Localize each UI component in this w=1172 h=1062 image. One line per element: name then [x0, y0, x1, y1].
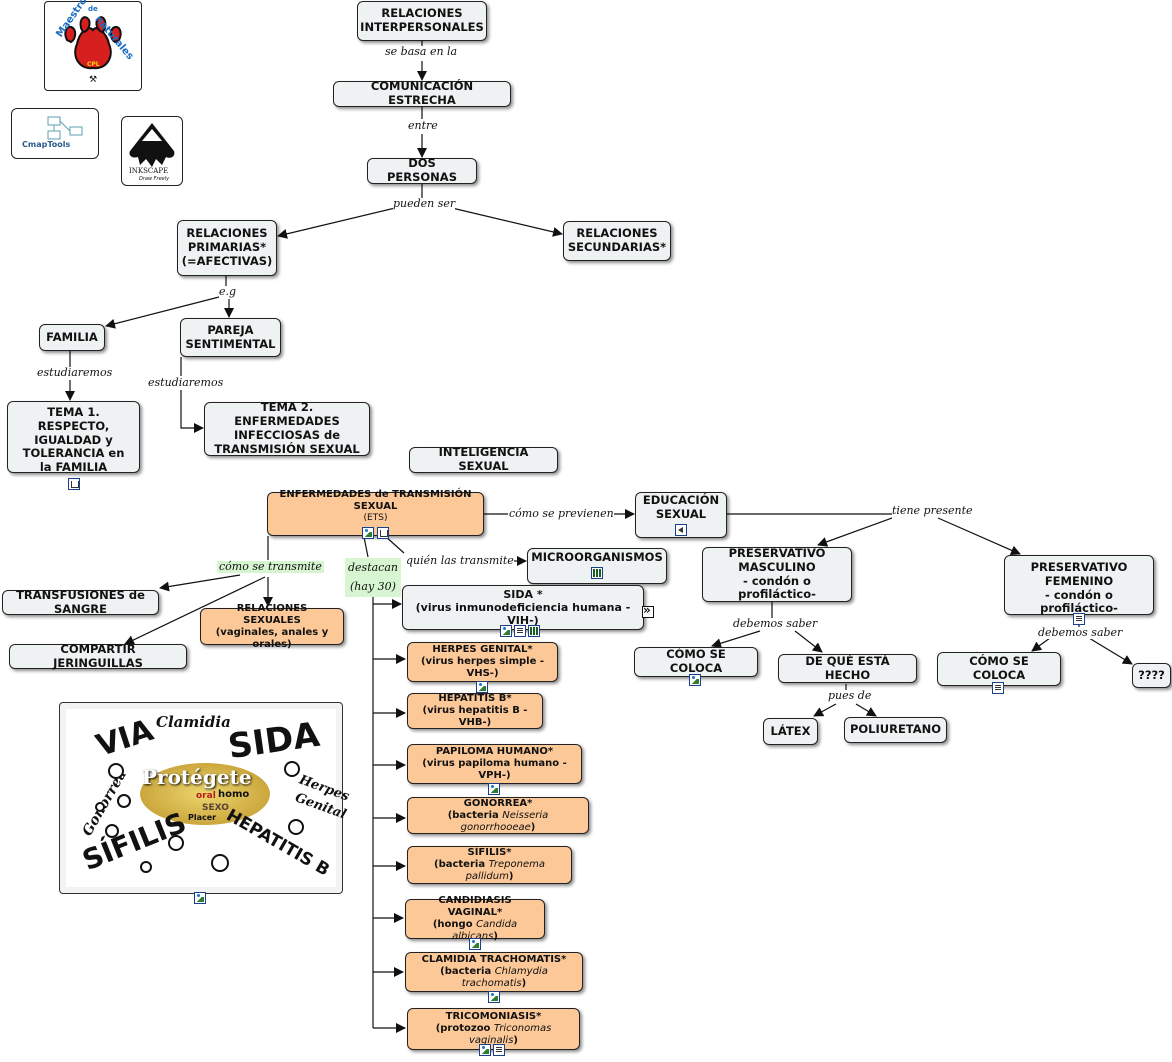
poster-word-clamidia: Clamidia	[156, 713, 231, 731]
document-resource-icon[interactable]	[992, 682, 1004, 694]
svg-text:⚒: ⚒	[89, 75, 97, 85]
cmaptools-logo: CmapTools	[11, 108, 99, 159]
protegete-poster: VIA Clamidia SIDA Protégete oral homo SE…	[59, 702, 351, 894]
image-resource-icon[interactable]	[689, 674, 701, 686]
node-relaciones-secundarias[interactable]: RELACIONES SECUNDARIAS*	[563, 221, 671, 261]
link-eg: e.g	[219, 285, 237, 299]
poster-word-protegete: Protégete	[142, 765, 252, 789]
image-resource-icon[interactable]	[488, 783, 500, 795]
node-gonorrea[interactable]: GONORREA* (bacteria Neisseria gonorrhooe…	[407, 797, 589, 834]
node-inteligencia-sexual[interactable]: INTELIGENCIA SEXUAL	[409, 445, 558, 473]
node-latex[interactable]: LÁTEX	[763, 718, 818, 745]
link-debemos-saber-2: debemos saber	[1038, 626, 1123, 640]
link-como-se-previenen: cómo se previenen	[509, 507, 614, 521]
document-resource-icon[interactable]	[514, 625, 526, 637]
image-resource-icon[interactable]	[362, 526, 374, 539]
link-destacan: destacan (hay 30)	[345, 558, 401, 598]
poster-word-sexo: SEXO	[202, 803, 229, 813]
link-estudiaremos-2: estudiaremos	[148, 376, 224, 390]
node-candidiasis[interactable]: CANDIDIASIS VAGINAL* (hongo Candida albi…	[405, 895, 545, 942]
link-entre: entre	[408, 119, 438, 133]
submap-icon[interactable]	[377, 526, 389, 539]
inkscape-subtext: Draw Freely	[139, 176, 170, 182]
node-poliuretano[interactable]: POLIURETANO	[844, 717, 947, 743]
paw-icon: ⚒	[64, 16, 122, 85]
poster-image-link[interactable]	[193, 887, 207, 906]
node-preservativo-masculino[interactable]: PRESERVATIVO MASCULINO - condón o profil…	[702, 546, 852, 602]
node-dos-personas[interactable]: DOS PERSONAS	[367, 156, 477, 184]
node-tema-2[interactable]: TEMA 2. ENFERMEDADES INFECCIOSAS de TRAN…	[204, 401, 370, 456]
logo-word-de: de	[88, 5, 98, 13]
image-resource-icon[interactable]	[476, 681, 488, 693]
poster-word-oral: oral	[196, 791, 216, 801]
node-comunicacion-estrecha[interactable]: COMUNICACIÓN ESTRECHA	[333, 79, 511, 107]
node-hepatitis-b[interactable]: HEPATITIS B* (virus hepatitis B -VHB-)	[407, 693, 543, 729]
submap-icon[interactable]	[67, 477, 80, 490]
node-tema-1[interactable]: TEMA 1. RESPECTO, IGUALDAD y TOLERANCIA …	[7, 401, 140, 490]
link-quien-transmite: quién las transmite	[406, 554, 514, 568]
node-relaciones-sexuales[interactable]: RELACIONES SEXUALES (vaginales, anales y…	[200, 603, 344, 650]
node-herpes-genital[interactable]: HERPES GENITAL* (virus herpes simple -VH…	[407, 642, 558, 682]
poster-word-homo: homo	[218, 789, 250, 800]
audio-resource-icon[interactable]	[675, 524, 687, 537]
inkscape-text: INKSCAPE	[129, 167, 169, 175]
node-educacion-sexual[interactable]: EDUCACIÓN SEXUAL	[635, 492, 727, 538]
link-pues-de: pues de	[828, 689, 872, 703]
node-pareja-sentimental[interactable]: PAREJA SENTIMENTAL	[180, 318, 281, 357]
link-estudiaremos-1: estudiaremos	[37, 366, 113, 380]
image-resource-icon[interactable]	[469, 938, 481, 950]
node-preservativo-femenino[interactable]: PRESERVATIVO FEMENINO - condón o profilá…	[1004, 555, 1154, 615]
node-relaciones-primarias[interactable]: RELACIONES PRIMARIAS* (=AFECTIVAS)	[177, 220, 277, 276]
node-transfusiones[interactable]: TRANSFUSIONES de SANGRE	[2, 588, 159, 615]
node-microorganismos[interactable]: MICROORGANISMOS	[527, 548, 667, 584]
poster-virus-icons	[95, 761, 304, 873]
node-compartir-jeringuillas[interactable]: COMPARTIR JERINGUILLAS	[9, 642, 187, 669]
image-resource-icon[interactable]	[479, 1044, 491, 1056]
external-link-icon[interactable]	[642, 603, 654, 618]
cmap-icon	[47, 116, 83, 140]
poster-word-placer: Placer	[188, 813, 217, 822]
node-clamidia[interactable]: CLAMIDIA TRACHOMATIS* (bacteria Chlamydi…	[405, 952, 583, 992]
node-relaciones-interpersonales[interactable]: RELACIONES INTERPERSONALES	[357, 1, 487, 41]
node-papiloma-humano[interactable]: PAPILOMA HUMANO* (virus papiloma humano …	[407, 744, 582, 784]
logo-badge: CPL	[87, 61, 100, 68]
node-tricomoniasis[interactable]: TRICOMONIASIS* (protozoo Triconomas vagi…	[407, 1008, 580, 1050]
node-ets[interactable]: ENFERMEDADES de TRANSMISIÓN SEXUAL (ETS)	[267, 489, 484, 539]
node-sifilis[interactable]: SÍFILIS* (bacteria Treponema pallidum)	[407, 846, 572, 884]
link-se-basa: se basa en la	[385, 45, 458, 59]
node-de-que-esta-hecho[interactable]: DE QUÉ ESTÁ HECHO	[778, 654, 917, 683]
node-familia[interactable]: FAMILIA	[39, 324, 105, 351]
sida-link[interactable]	[641, 601, 655, 620]
maestro-naturales-logo: ⚒ Maestro de naturales CPL	[44, 0, 142, 91]
link-como-se-transmite: cómo se transmite	[217, 560, 324, 574]
document-resource-icon[interactable]	[1073, 613, 1085, 625]
link-debemos-saber-1: debemos saber	[733, 617, 818, 631]
video-resource-icon[interactable]	[591, 567, 603, 580]
image-resource-icon[interactable]	[488, 991, 500, 1003]
image-resource-icon[interactable]	[500, 625, 512, 637]
node-interrogacion[interactable]: ????	[1132, 663, 1171, 688]
image-resource-icon[interactable]	[194, 892, 206, 904]
poster-condom-image	[140, 763, 270, 825]
sida-resource-icons	[499, 624, 541, 637]
link-tiene-presente: tiene presente	[892, 504, 973, 518]
inkscape-icon	[129, 123, 175, 167]
document-resource-icon[interactable]	[493, 1044, 505, 1056]
link-pueden-ser: pueden ser	[393, 197, 456, 211]
video-resource-icon[interactable]	[528, 625, 540, 637]
cmaptools-text: CmapTools	[22, 140, 71, 149]
inkscape-logo: INKSCAPE Draw Freely	[121, 116, 183, 186]
